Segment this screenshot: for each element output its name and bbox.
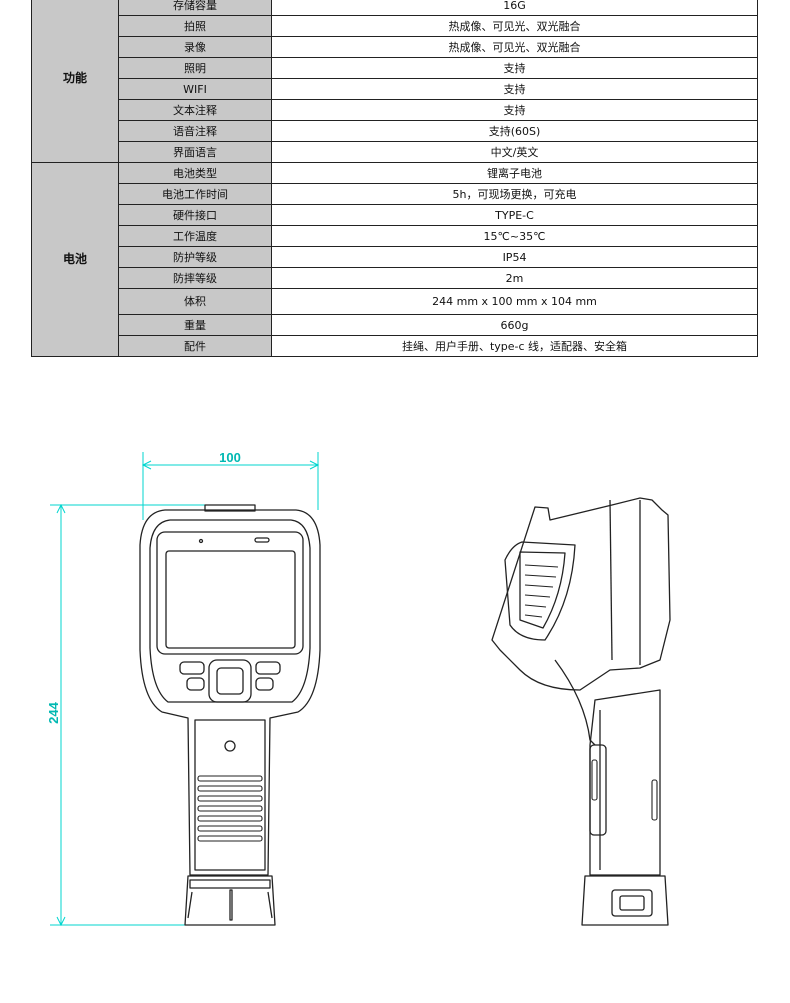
spec-label: WIFI: [118, 78, 272, 100]
spec-label: 体积: [118, 288, 272, 315]
spec-value: 中文/英文: [271, 141, 758, 163]
spec-label: 照明: [118, 57, 272, 79]
spec-label: 硬件接口: [118, 204, 272, 226]
spec-label: 防摔等级: [118, 267, 272, 289]
group-label-battery: 电池: [31, 162, 119, 357]
spec-label: 配件: [118, 335, 272, 357]
spec-label: 工作温度: [118, 225, 272, 247]
spec-value: 16G: [271, 0, 758, 16]
spec-label: 录像: [118, 36, 272, 58]
spec-value: 支持: [271, 99, 758, 121]
spec-value: 锂离子电池: [271, 162, 758, 184]
spec-value: 支持: [271, 78, 758, 100]
spec-label: 重量: [118, 314, 272, 336]
spec-label: 拍照: [118, 15, 272, 37]
side-view: [491, 497, 671, 926]
spec-label: 电池类型: [118, 162, 272, 184]
spec-label: 电池工作时间: [118, 183, 272, 205]
spec-value: 热成像、可见光、双光融合: [271, 36, 758, 58]
device-technical-drawing: 100 244: [46, 450, 671, 927]
spec-label: 防护等级: [118, 246, 272, 268]
spec-value: 热成像、可见光、双光融合: [271, 15, 758, 37]
spec-label: 存储容量: [118, 0, 272, 16]
spec-value: 15℃~35℃: [271, 225, 758, 247]
spec-value: TYPE-C: [271, 204, 758, 226]
front-view: [139, 504, 321, 926]
spec-value: 支持: [271, 57, 758, 79]
spec-value: IP54: [271, 246, 758, 268]
spec-value: 660g: [271, 314, 758, 336]
spec-value: 挂绳、用户手册、type-c 线，适配器、安全箱: [271, 335, 758, 357]
spec-label: 语音注释: [118, 120, 272, 142]
spec-label: 文本注释: [118, 99, 272, 121]
spec-value: 2m: [271, 267, 758, 289]
width-dimension-label: 100: [219, 450, 241, 465]
height-dimension-label: 244: [46, 701, 61, 723]
spec-value: 5h，可现场更换，可充电: [271, 183, 758, 205]
spec-value: 244 mm x 100 mm x 104 mm: [271, 288, 758, 315]
spec-label: 界面语言: [118, 141, 272, 163]
spec-table: 功能 存储容量 16G 拍照 热成像、可见光、双光融合 录像 热成像、可见光、双…: [31, 0, 758, 357]
dimension-lines: [50, 452, 320, 927]
spec-value: 支持(60S): [271, 120, 758, 142]
group-label-function: 功能: [31, 0, 119, 163]
